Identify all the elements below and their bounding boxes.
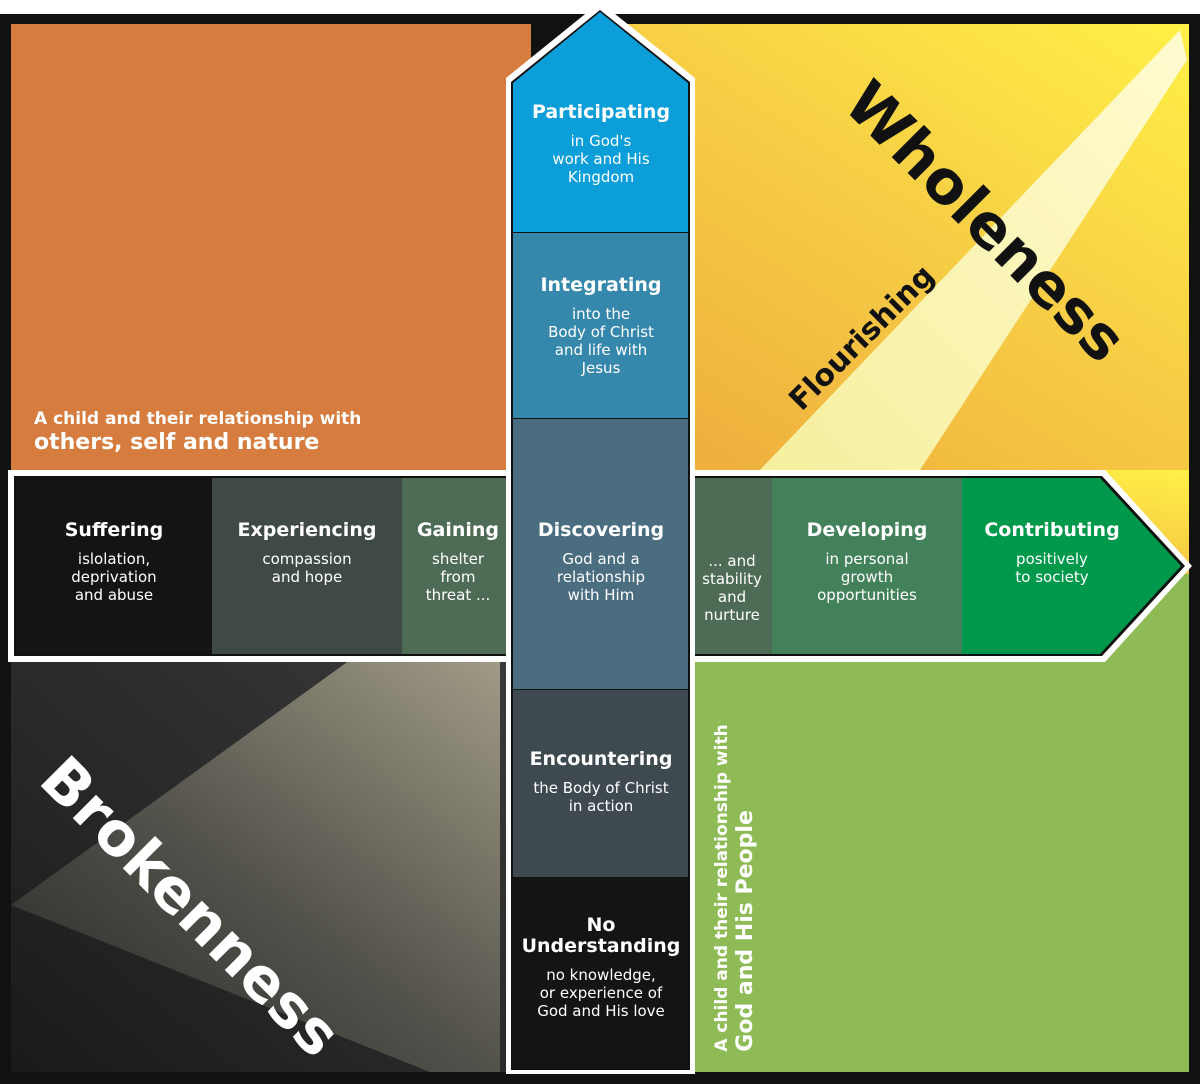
stage-contributing: Contributing positively to society [962,519,1142,587]
stage-text: in God's work and His Kingdom [552,132,650,186]
green-caption-line2: God and His People [733,810,758,1052]
stage-text: ... and stability and nurture [702,552,762,624]
stage-text: compassion and hope [262,550,352,586]
stage-title: Discovering [537,519,665,541]
stage-text: in personal growth opportunities [817,550,917,604]
stage-developing: Developing in personal growth opportunit… [772,519,962,605]
stage-title: Participating [531,101,671,123]
stage-title: Developing [806,519,928,541]
stage-no-understanding: No Understanding no knowledge, or experi… [512,914,690,1021]
stage-title: Gaining [416,519,500,541]
stage-title: Contributing [984,519,1120,541]
orange-caption-line1: A child and their relationship with [34,409,362,429]
flourishing-beam [760,30,1187,470]
cell-developing [772,478,962,654]
cell-contributing [962,478,1181,654]
stage-text: shelter from threat ... [425,550,491,604]
stage-suffering: Suffering islolation, deprivation and ab… [16,519,212,605]
stage-text: the Body of Christ in action [533,779,669,815]
orange-quadrant [11,24,531,470]
cell-suffering [16,478,212,654]
cell-stability [690,478,772,654]
stage-encountering: Encountering the Body of Christ in actio… [512,748,690,816]
stage-gaining: Gaining shelter from threat ... [404,519,512,605]
orange-caption-line2: others, self and nature [34,430,320,455]
green-quadrant [690,660,1189,1072]
stage-discovering: Discovering God and a relationship with … [512,519,690,605]
cell-discovering [513,419,688,689]
stage-title: Integrating [540,274,662,296]
stage-title: Suffering [64,519,164,541]
orange-quadrant-caption: A child and their relationship with othe… [34,408,361,456]
cell-experiencing [212,478,402,654]
brokenness-beam [11,660,500,1072]
stage-experiencing: Experiencing compassion and hope [212,519,402,587]
stage-title: No Understanding [521,914,681,957]
green-caption-line1: A child and their relationship with [712,724,732,1052]
stage-integrating: Integrating into the Body of Christ and … [512,274,690,378]
cell-participating [513,12,688,232]
cell-integrating [513,233,688,418]
stage-title: Encountering [529,748,673,770]
cell-gaining [402,478,512,654]
green-quadrant-caption: A child and their relationship with God … [711,724,759,1051]
stage-title: Experiencing [237,519,377,541]
cell-no-understanding [513,878,688,1068]
stage-text: positively to society [1015,550,1089,586]
stage-stability: ... and stability and nurture [690,552,774,624]
stage-text: islolation, deprivation and abuse [71,550,157,604]
stage-text: God and a relationship with Him [556,550,646,604]
cell-encountering [513,690,688,877]
stage-participating: Participating in God's work and His King… [512,101,690,187]
stage-text: no knowledge, or experience of God and H… [537,966,665,1020]
stage-text: into the Body of Christ and life with Je… [548,305,654,377]
